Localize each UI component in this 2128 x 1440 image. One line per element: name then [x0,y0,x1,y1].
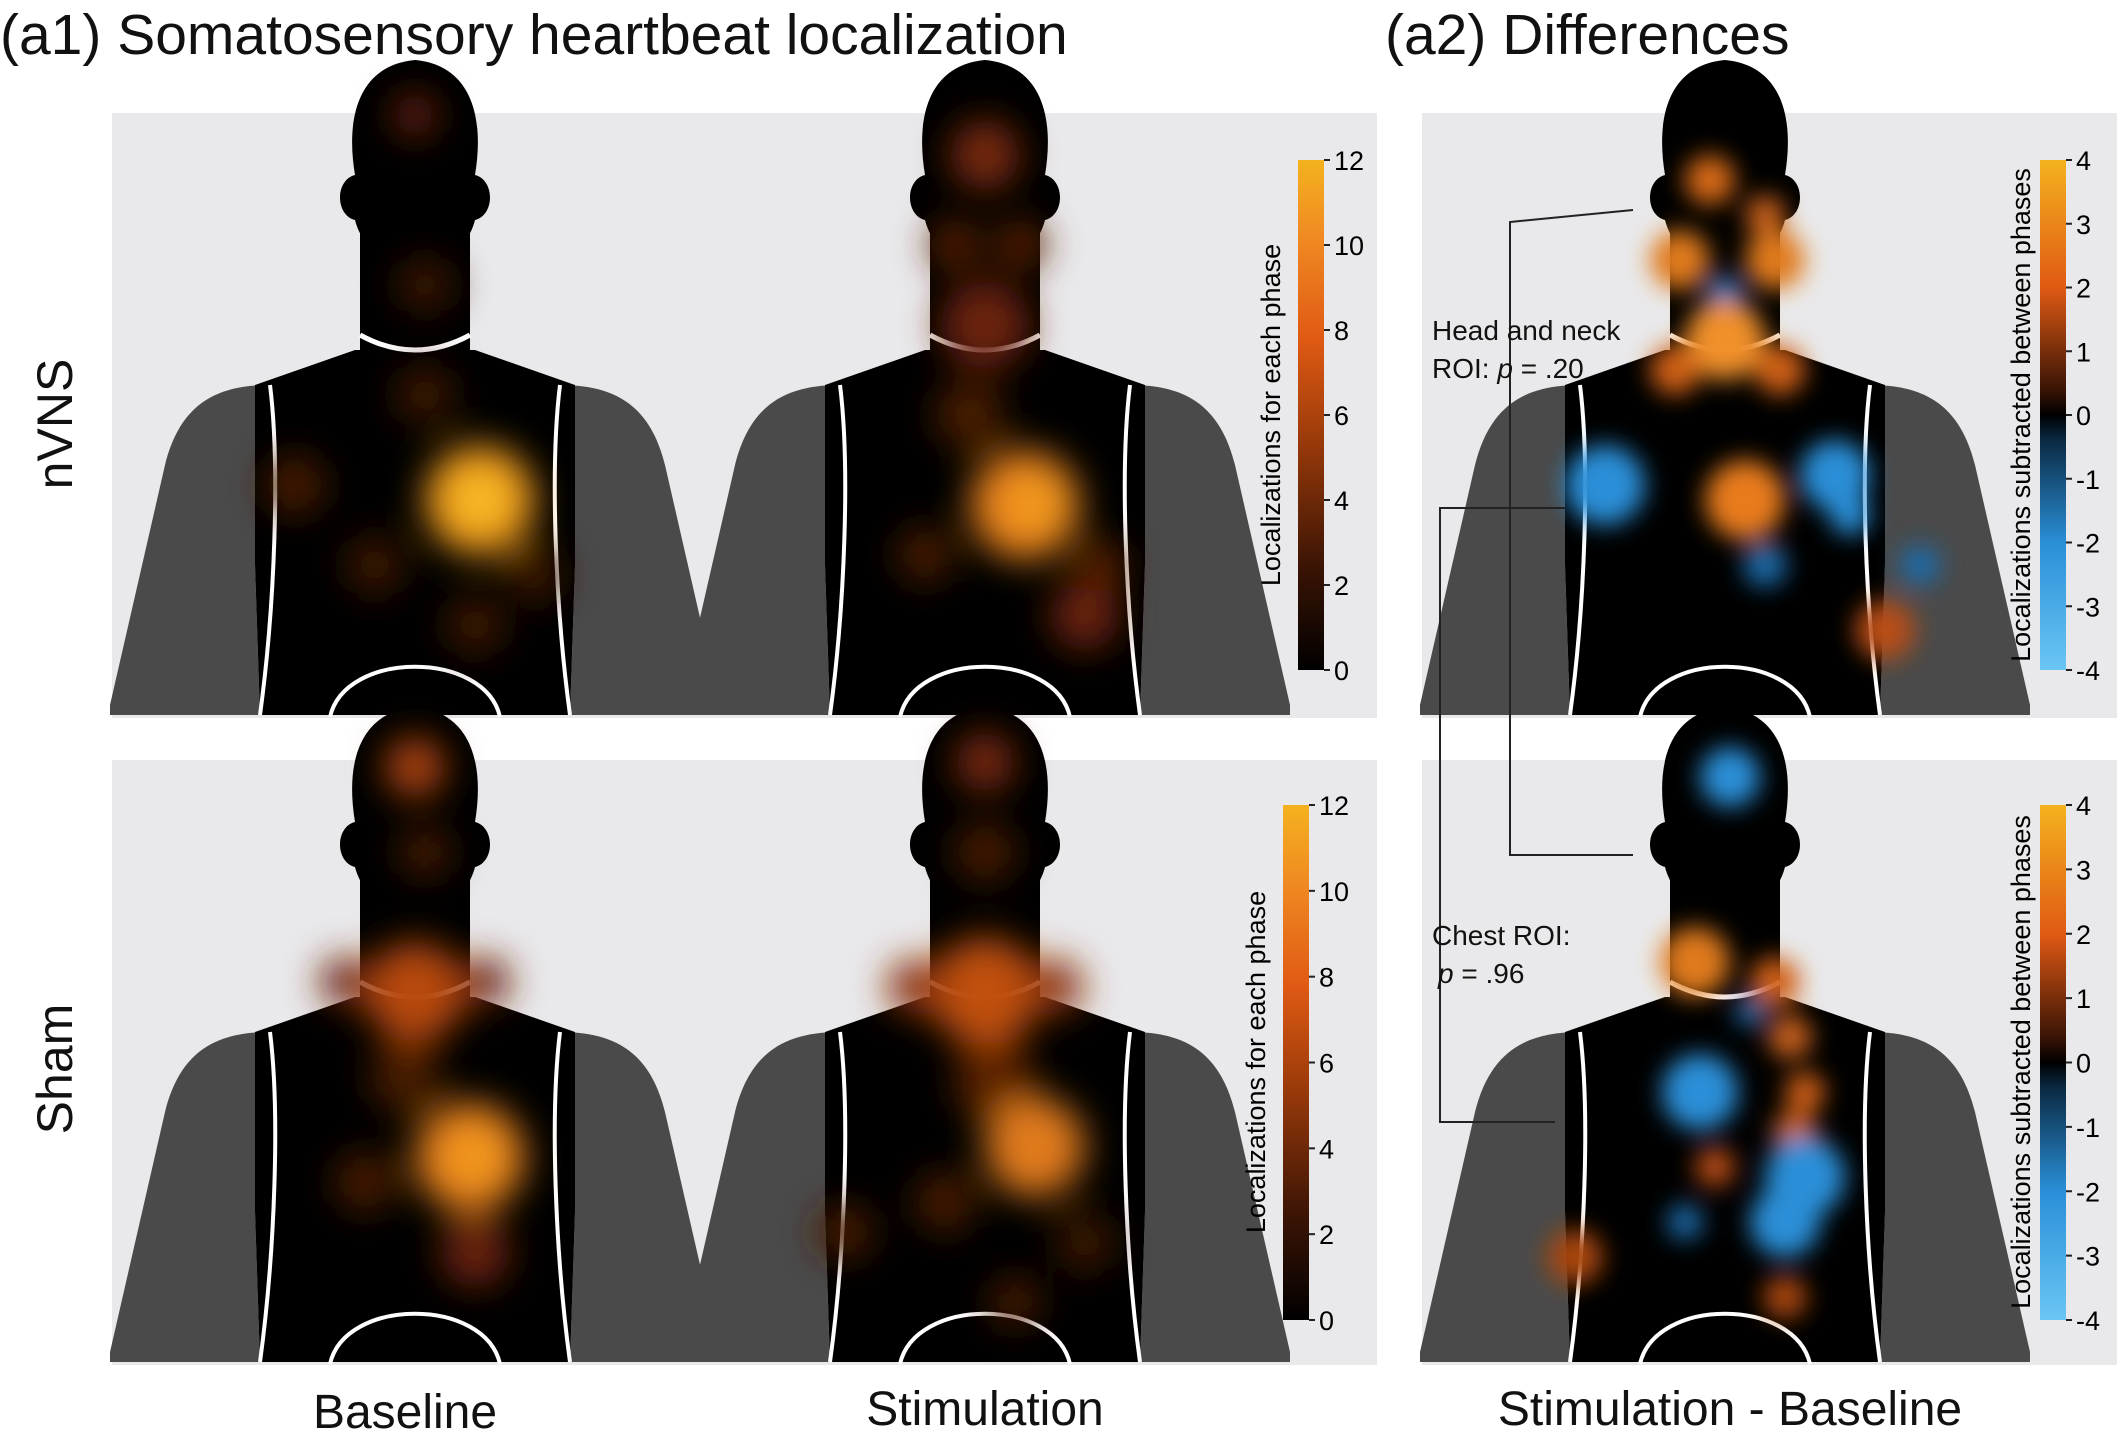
title-a2: (a2) Differences [1385,3,1790,67]
column-label-baseline: Baseline [312,1386,498,1439]
colorbar-tick-label-count-sham: 2 [1319,1220,1334,1250]
colorbar-count-label-sham: Localizations for each phase [1241,891,1271,1233]
colorbar-tick-label-diff-nvns: 2 [2076,274,2091,304]
annotation-chest: Chest ROI: p = .96 [1432,917,1570,993]
annotation-head-neck-line2: ROI: p = .20 [1432,353,1584,384]
colorbar-tick-label-count-nvns: 6 [1334,401,1349,431]
colorbar-tick-label-diff-nvns: 4 [2076,146,2091,176]
title-a1: (a1) Somatosensory heartbeat localizatio… [0,3,1068,67]
colorbar-tick-label-count-nvns: 12 [1334,146,1364,176]
colorbar-tick-label-diff-sham: 2 [2076,920,2091,950]
colorbar-diff-sham [2040,805,2066,1320]
colorbar-tick-label-diff-sham: -4 [2076,1306,2100,1336]
colorbar-tick-label-count-sham: 8 [1319,963,1334,993]
colorbar-tick-label-diff-sham: -3 [2076,1242,2100,1272]
colorbar-tick-label-diff-sham: -1 [2076,1113,2100,1143]
annotation-head-neck-line1: Head and neck [1432,315,1621,346]
annotation-head-neck: Head and neck ROI: p = .20 [1432,312,1620,388]
colorbar-tick-label-count-nvns: 10 [1334,231,1364,261]
annotation-chest-line2: p = .96 [1438,958,1525,989]
colorbar-tick-label-diff-sham: 4 [2076,791,2091,821]
colorbar-diff-label-nvns: Localizations subtracted between phases [2006,168,2036,662]
colorbar-tick-label-diff-nvns: -2 [2076,529,2100,559]
colorbar-tick-label-diff-nvns: -1 [2076,465,2100,495]
colorbar-tick-label-count-nvns: 8 [1334,316,1349,346]
body-nvns-stimulation [680,60,1290,717]
colorbar-count-label-nvns: Localizations for each phase [1256,244,1286,586]
colorbar-count-nvns [1298,160,1324,670]
body-sham-stimulation [680,707,1290,1364]
colorbar-tick-label-count-sham: 0 [1319,1306,1334,1336]
column-label-difference: Stimulation - Baseline [1497,1383,1963,1436]
colorbar-tick-label-diff-nvns: 3 [2076,210,2091,240]
colorbar-tick-label-diff-sham: 3 [2076,855,2091,885]
colorbar-tick-label-diff-sham: -2 [2076,1177,2100,1207]
colorbar-tick-label-diff-nvns: -3 [2076,592,2100,622]
colorbar-tick-label-diff-nvns: 0 [2076,401,2091,431]
roi-connector-chest [1439,507,1565,1123]
colorbar-tick-label-count-sham: 10 [1319,877,1349,907]
colorbar-diff-nvns [2040,160,2066,670]
body-sham-baseline [110,707,720,1364]
body-sham-difference [1420,707,2030,1364]
colorbar-tick-label-count-nvns: 0 [1334,656,1349,686]
colorbar-tick-label-diff-nvns: -4 [2076,656,2100,686]
colorbar-tick-label-count-sham: 12 [1319,791,1349,821]
colorbar-tick-label-count-sham: 6 [1319,1049,1334,1079]
colorbar-tick-label-diff-nvns: 1 [2076,337,2091,367]
colorbar-diff-label-sham: Localizations subtracted between phases [2006,815,2036,1309]
colorbar-tick-label-diff-sham: 1 [2076,984,2091,1014]
roi-connector-head-neck [1509,209,1634,856]
colorbar-tick-label-diff-sham: 0 [2076,1049,2091,1079]
colorbar-count-sham [1283,805,1309,1320]
colorbar-tick-label-count-sham: 4 [1319,1134,1334,1164]
colorbar-tick-label-count-nvns: 4 [1334,486,1349,516]
annotation-chest-line1: Chest ROI: [1432,920,1571,951]
colorbar-tick-label-count-nvns: 2 [1334,571,1349,601]
body-nvns-difference [1420,60,2030,717]
column-label-stimulation: Stimulation [866,1383,1104,1436]
body-nvns-baseline [110,60,720,717]
